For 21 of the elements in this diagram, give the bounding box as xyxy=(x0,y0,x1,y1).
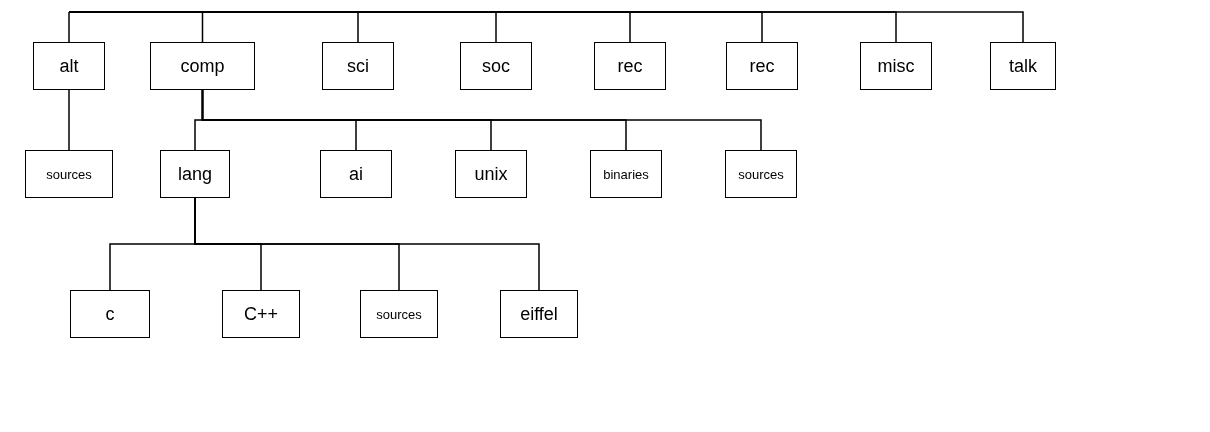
topic-box: talk xyxy=(990,42,1056,90)
topic-box: binaries xyxy=(590,150,662,198)
topic-box: ai xyxy=(320,150,392,198)
topic-box: sci xyxy=(322,42,394,90)
topic-box: soc xyxy=(460,42,532,90)
connector-line xyxy=(201,89,762,151)
topic-box: unix xyxy=(455,150,527,198)
topic-box: rec xyxy=(594,42,666,90)
topic-box: eiffel xyxy=(500,290,578,338)
topic-box: lang xyxy=(160,150,230,198)
topic-box: comp xyxy=(150,42,255,90)
topic-box: misc xyxy=(860,42,932,90)
topic-box: sources xyxy=(725,150,797,198)
connector-line xyxy=(68,11,70,43)
topic-box: c xyxy=(70,290,150,338)
topic-box: C++ xyxy=(222,290,300,338)
topic-box: sources xyxy=(25,150,113,198)
topic-box: rec xyxy=(726,42,798,90)
topic-box: sources xyxy=(360,290,438,338)
connector-line xyxy=(68,89,70,151)
topic-box: alt xyxy=(33,42,105,90)
